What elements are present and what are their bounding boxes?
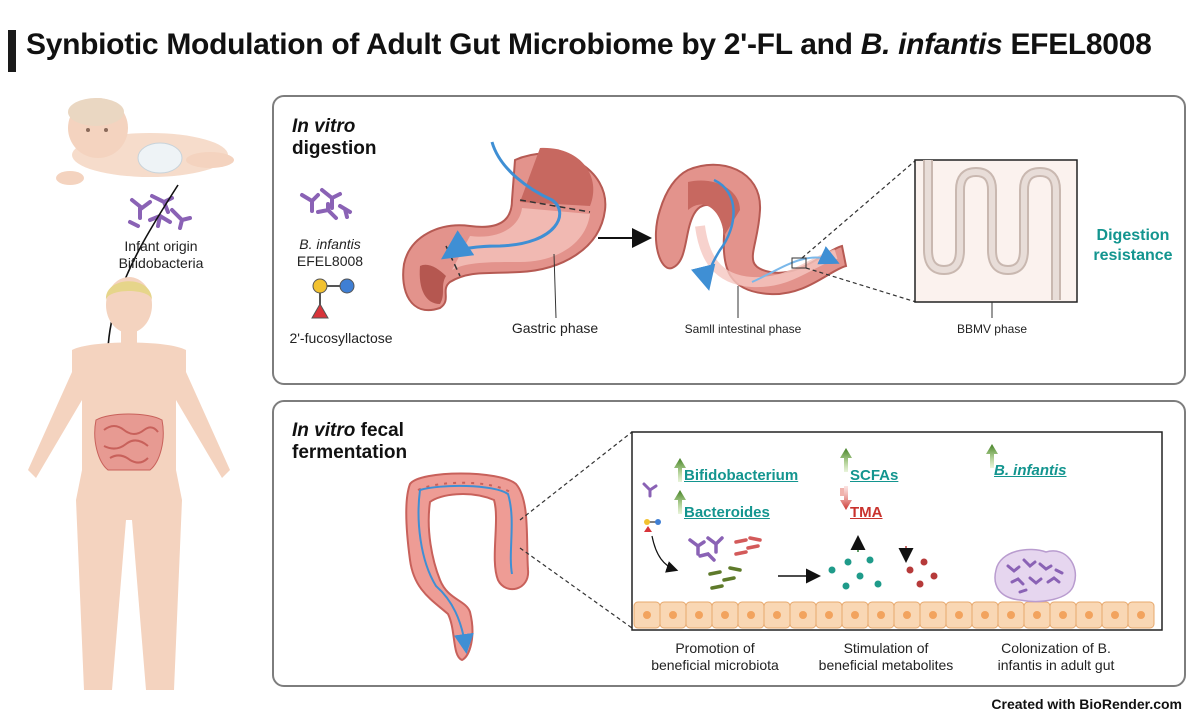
fermentation-section-title: In vitro fecal fermentation [292,420,408,463]
fermentation-inset [631,431,1163,631]
strain-label: B. infantis EFEL8008 [296,236,364,269]
sugar-label: 2'-fucosyllactose [289,330,393,346]
infant-origin-line1: Infant origin [124,238,198,254]
caption-metabolites: Stimulation of beneficial metabolites [818,640,954,673]
up-arrow-icon [840,448,852,472]
biorender-credit: Created with BioRender.com [991,696,1182,712]
infant-origin-line2: Bifidobacteria [118,255,204,271]
digestion-resistance-label: Digestion resistance [1093,227,1173,264]
bifidobacteria-cluster [128,194,192,230]
2fl-molecule-icon [311,278,355,319]
colon-illustration [405,431,633,660]
b-infantis-label: B. infantis [994,462,1067,479]
up-arrow-icon [674,458,686,482]
caption-microbiota: Promotion of beneficial microbiota [651,640,779,673]
small-intestine-illustration [655,159,917,318]
bbmv-phase-label: BBMV phase [956,322,1028,336]
page-title: Synbiotic Modulation of Adult Gut Microb… [26,28,1152,61]
up-arrow-icon [986,444,998,468]
bifidobacterium-label: Bifidobacterium [684,467,799,484]
infant-origin-label: Infant origin Bifidobacteria [106,238,216,272]
gastric-phase-label: Gastric phase [511,320,599,336]
up-arrow-icon [674,490,686,514]
tma-label: TMA [850,504,883,521]
title-accent-bar [8,30,16,72]
adult-illustration [28,277,230,690]
caption-colonization: Colonization of B. infantis in adult gut [997,640,1115,673]
scfas-label: SCFAs [850,467,899,484]
infant-illustration [56,98,234,185]
bbmv-inset [914,159,1078,318]
bifido-icon-top [300,188,352,220]
bacteroides-label: Bacteroides [684,504,770,521]
digestion-section-title: In vitro digestion [292,116,377,159]
down-arrow-icon [840,486,852,510]
stomach-illustration [402,141,607,319]
small-intestinal-phase-label: Samll intestinal phase [684,322,802,336]
